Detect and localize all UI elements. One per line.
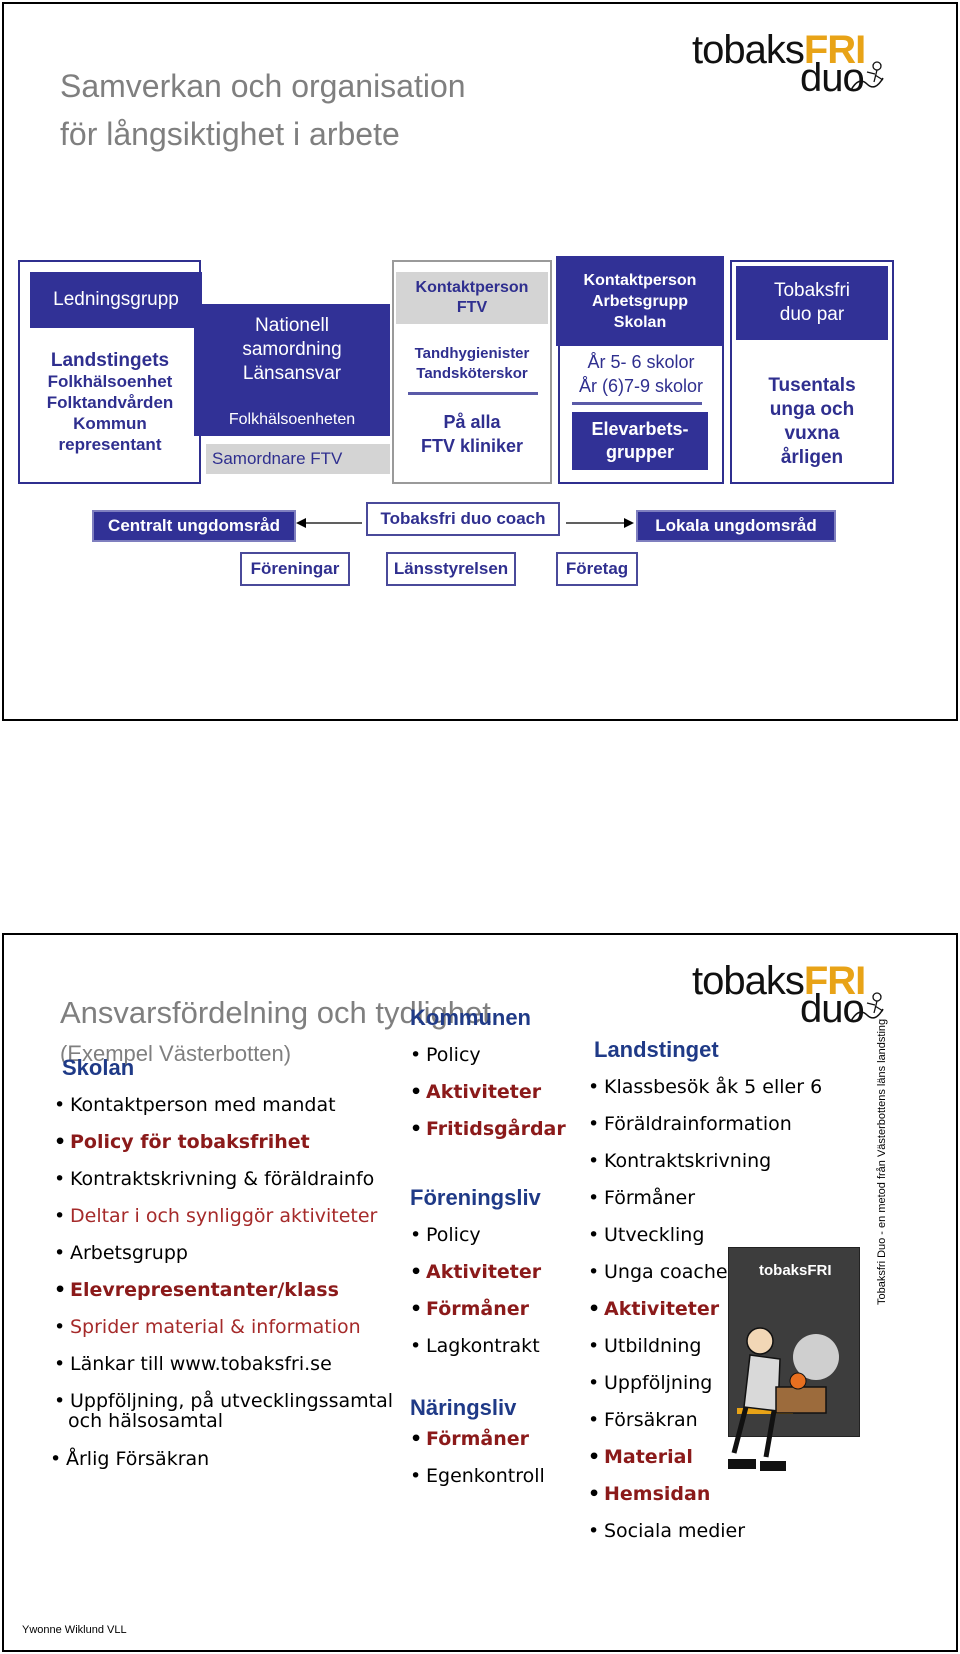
- list-item: Lagkontrakt: [410, 1328, 541, 1365]
- list-item: Kontraktskrivning & föräldrainfo: [54, 1161, 393, 1198]
- page-title: Ansvarsfördelning och tydlighet: [60, 995, 491, 1030]
- slide-responsibilities: tobaksFRI duo Ansvarsfördelning och tydl…: [2, 933, 958, 1652]
- list-item: Aktiviteter: [410, 1254, 541, 1291]
- page-subtitle: (Exempel Västerbotten): [60, 1041, 292, 1066]
- brochure-logo: tobaksFRI: [759, 1262, 832, 1279]
- list-item: Föräldrainformation: [588, 1106, 822, 1143]
- list-item: Kontraktskrivning: [588, 1143, 822, 1180]
- school-grades: År 5- 6 skolor År (6)7-9 skolor: [578, 352, 704, 396]
- student-groups-label: Elevarbets- grupper: [572, 412, 708, 470]
- list-item: Elevrepresentanter/klass: [54, 1272, 393, 1309]
- cartoon-person-icon: [728, 1327, 827, 1471]
- ftv-header: Kontaktperson FTV: [396, 272, 548, 324]
- arrow-right-icon: [566, 518, 634, 528]
- foreningsliv-heading: Föreningsliv: [410, 1185, 541, 1210]
- moon-icon: [793, 1334, 839, 1380]
- list-item: Länkar till www.tobaksfri.se: [54, 1346, 393, 1383]
- list-item: Policy för tobaksfrihet: [54, 1124, 393, 1161]
- leadership-members: Landstingets Folkhälsoenhet Folktandvård…: [46, 350, 174, 454]
- list-item: Uppföljning: [588, 1365, 822, 1402]
- list-item: Unga coacher: [588, 1254, 822, 1291]
- skolan-list: Kontaktperson med mandatPolicy för tobak…: [54, 1087, 393, 1420]
- list-item: Fritidsgårdar: [410, 1111, 566, 1148]
- skolan-heading: Skolan: [62, 1055, 135, 1080]
- coordinator-ftv-label: Samordnare FTV: [206, 444, 390, 474]
- list-item: Utbildning: [588, 1328, 822, 1365]
- list-item: Förmåner: [410, 1291, 541, 1328]
- foreningsliv-list: PolicyAktiviteterFörmånerLagkontrakt: [410, 1217, 541, 1365]
- associations-label: Föreningar: [240, 552, 350, 586]
- list-item: Kontaktperson med mandat: [54, 1087, 393, 1124]
- county-board-label: Länsstyrelsen: [386, 552, 516, 586]
- page-title: Samverkan och organisation för långsikti…: [60, 68, 466, 152]
- list-item: Arbetsgrupp: [54, 1235, 393, 1272]
- arrow-left-icon: [296, 518, 362, 528]
- duo-figure-icon: [850, 61, 884, 91]
- naringsliv-heading: Näringsliv: [410, 1395, 517, 1420]
- list-item: Aktiviteter: [588, 1291, 822, 1328]
- list-item: Klassbesök åk 5 eller 6: [588, 1069, 822, 1106]
- companies-label: Företag: [556, 552, 638, 586]
- tobaksfri-duo-logo: tobaksFRI duo: [692, 28, 892, 98]
- ftv-divider: [408, 392, 538, 395]
- duo-coach-label: Tobaksfri duo coach: [366, 502, 560, 536]
- ftv-clinics: På alla FTV kliniker: [420, 412, 524, 456]
- list-item: Uppföljning, på utvecklingssamtal: [54, 1383, 393, 1420]
- slide-organisation: tobaksFRI duo Samverkan och organisation…: [2, 2, 958, 721]
- landstinget-heading: Landstinget: [594, 1037, 719, 1062]
- leadership-header: Ledningsgrupp: [30, 272, 202, 328]
- skolan-continuation: och hälsosamtal: [68, 1410, 224, 1432]
- list-item: Egenkontroll: [410, 1458, 545, 1495]
- list-item: Utveckling: [588, 1217, 822, 1254]
- duo-reach: Tusentals unga och vuxna årligen: [768, 375, 856, 468]
- list-item: Årlig Försäkran: [50, 1441, 209, 1478]
- list-item: Sociala medier: [588, 1513, 822, 1550]
- list-item: Aktiviteter: [410, 1074, 566, 1111]
- duo-figure-icon: [850, 992, 884, 1022]
- skolan-last-list: Årlig Försäkran: [50, 1441, 209, 1478]
- list-item: Förmåner: [410, 1421, 545, 1458]
- school-header: Kontaktperson Arbetsgrupp Skolan: [556, 256, 724, 346]
- local-youth-council: Lokala ungdomsråd: [636, 510, 836, 542]
- naringsliv-list: FörmånerEgenkontroll: [410, 1421, 545, 1495]
- national-coordination-box: Nationell samordning Länsansvar Folkhäls…: [194, 304, 390, 436]
- list-item: Försäkran: [588, 1402, 822, 1439]
- footer-author: Ywonne Wiklund VLL: [22, 1624, 127, 1636]
- list-item: Hemsidan: [588, 1476, 822, 1513]
- landstinget-list: Klassbesök åk 5 eller 6Föräldrainformati…: [588, 1069, 822, 1550]
- duo-header: Tobaksfri duo par: [736, 266, 888, 340]
- central-youth-council: Centralt ungdomsråd: [92, 510, 296, 542]
- vertical-caption: Tobaksfri Duo - en metod från Västerbott…: [876, 1018, 888, 1305]
- list-item: Sprider material & information: [54, 1309, 393, 1346]
- kommunen-heading: Kommunen: [410, 1005, 531, 1030]
- list-item: Deltar i och synliggör aktiviteter: [54, 1198, 393, 1235]
- ftv-staff: Tandhygienister Tandsköterskor: [414, 345, 530, 382]
- tobaksfri-duo-logo: tobaksFRI duo: [692, 959, 892, 1029]
- list-item: Policy: [410, 1217, 541, 1254]
- school-divider: [572, 402, 702, 405]
- list-item: Förmåner: [588, 1180, 822, 1217]
- list-item: Policy: [410, 1037, 566, 1074]
- list-item: Material: [588, 1439, 822, 1476]
- kommunen-list: PolicyAktiviteterFritidsgårdar: [410, 1037, 566, 1148]
